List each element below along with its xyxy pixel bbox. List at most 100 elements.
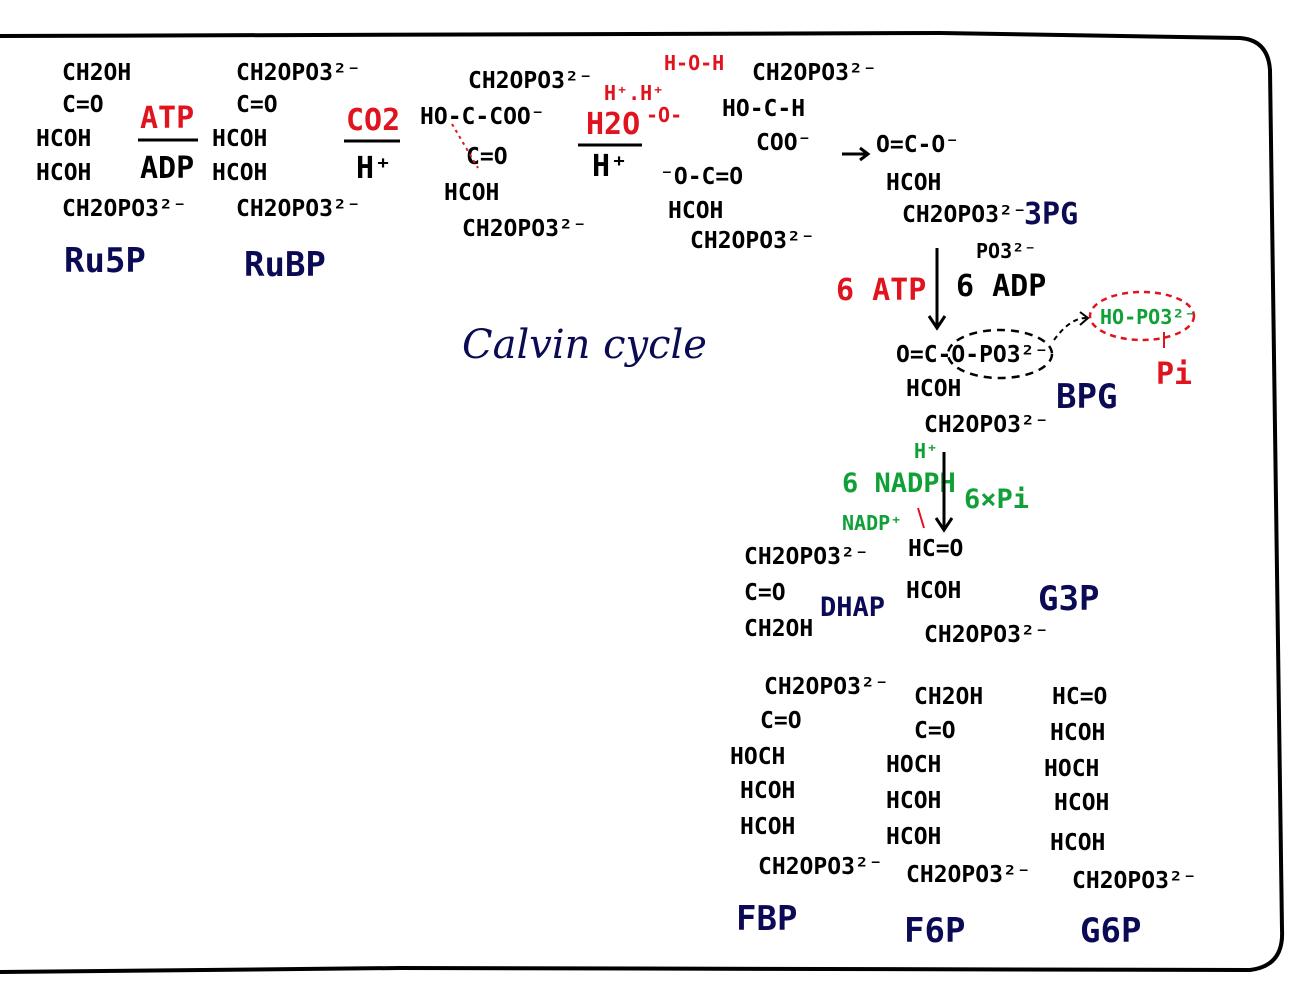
g3p-line-3: CH2OPO3²⁻ <box>924 622 1049 648</box>
dhap-structure: CH2OPO3²⁻ C=O CH2OH DHAP <box>744 544 885 642</box>
3pg-structure: O=C-O⁻ HCOH CH2OPO3²⁻ 3PG <box>876 132 1078 232</box>
six-atp-label: 6 ATP <box>836 273 926 308</box>
bpg-name: BPG <box>1056 377 1117 417</box>
intermediate-line-5: CH2OPO3²⁻ <box>462 216 587 242</box>
pga-bottom-line-2: HCOH <box>668 198 723 224</box>
pi-label: Pi <box>1156 357 1192 392</box>
six-adp-label: 6 ADP <box>956 269 1046 304</box>
g6p-line-2: HCOH <box>1050 720 1105 746</box>
ru5p-line-3: HCOH <box>36 126 91 152</box>
rubp-line-5: CH2OPO3²⁻ <box>236 196 361 222</box>
water-attack-top: H-O-H <box>664 51 724 75</box>
po3-small-label: PO3²⁻ <box>976 239 1036 263</box>
rubp-line-1: CH2OPO3²⁻ <box>236 60 361 86</box>
pga-bottom-line-3: CH2OPO3²⁻ <box>690 228 815 254</box>
fbp-name: FBP <box>736 899 797 939</box>
water-attack-o: -O- <box>646 103 682 127</box>
g3p-structure: HC=O HCOH CH2OPO3²⁻ G3P <box>906 536 1099 648</box>
pga-bottom-line-1: ⁻O-C=O <box>660 164 743 190</box>
intermediate-structure: CH2OPO3²⁻ HO-C-COO⁻ C=O HCOH CH2OPO3²⁻ <box>420 68 593 242</box>
pga-top-structure: CH2OPO3²⁻ HO-C-H COO⁻ <box>722 60 877 156</box>
six-nadph-label: 6 NADPH <box>842 468 956 499</box>
intermediate-line-3: C=O <box>466 144 508 170</box>
ho-po3-label: HO-PO3²⁻ <box>1100 305 1196 329</box>
ru5p-line-5: CH2OPO3²⁻ <box>62 196 187 222</box>
h-plus-1-label: H⁺ <box>356 151 392 186</box>
atp-label: ATP <box>140 101 194 136</box>
fbp-line-2: C=O <box>760 708 802 734</box>
arrow-bpg-to-g3p-head <box>934 517 954 533</box>
phosphate-highlight-circle <box>946 328 1054 380</box>
hydride-arrow <box>917 507 925 529</box>
fbp-structure: CH2OPO3²⁻ C=O HOCH HCOH HCOH CH2OPO3²⁻ F… <box>730 674 889 939</box>
g6p-structure: HC=O HCOH HOCH HCOH HCOH CH2OPO3²⁻ G6P <box>1044 684 1197 951</box>
g3p-line-1: HC=O <box>908 536 963 562</box>
fbp-line-4: HCOH <box>740 778 795 804</box>
f6p-line-5: HCOH <box>886 824 941 850</box>
pga-top-line-2: HO-C-H <box>722 96 805 122</box>
f6p-line-2: C=O <box>914 718 956 744</box>
fbp-line-6: CH2OPO3²⁻ <box>758 854 883 880</box>
rubp-line-4: HCOH <box>212 160 267 186</box>
g6p-line-3: HOCH <box>1044 756 1099 782</box>
ru5p-line-2: C=O <box>62 92 104 118</box>
cleavage-dotted-line <box>451 123 479 169</box>
h-plus-2-label: H⁺ <box>592 149 628 184</box>
g6p-line-1: HC=O <box>1052 684 1107 710</box>
ru5p-line-4: HCOH <box>36 160 91 186</box>
g6p-line-5: HCOH <box>1050 830 1105 856</box>
g6p-name: G6P <box>1080 911 1141 951</box>
six-pi-label: 6×Pi <box>964 484 1029 515</box>
f6p-structure: CH2OH C=O HOCH HCOH HCOH CH2OPO3²⁻ F6P <box>886 684 1031 951</box>
pga-bottom-structure: ⁻O-C=O HCOH CH2OPO3²⁻ <box>660 164 815 254</box>
bpg-structure: O=C-O-PO3²⁻ HCOH CH2OPO3²⁻ BPG <box>896 328 1117 438</box>
dhap-line-3: CH2OH <box>744 616 813 642</box>
ho-po3-circle <box>1088 290 1196 342</box>
water-attack-mid: H⁺.H⁺ <box>604 81 664 105</box>
rubp-line-2: C=O <box>236 92 278 118</box>
fbp-line-3: HOCH <box>730 744 785 770</box>
fbp-line-5: HCOH <box>740 814 795 840</box>
3pg-line-2: HCOH <box>886 170 941 196</box>
pga-top-line-1: CH2OPO3²⁻ <box>752 60 877 86</box>
bpg-line-2: HCOH <box>906 376 961 402</box>
arrow-3pg-to-bpg-head <box>927 315 947 331</box>
rubp-line-3: HCOH <box>212 126 267 152</box>
g6p-line-6: CH2OPO3²⁻ <box>1072 868 1197 894</box>
phosphate-leaving-arrow-head <box>1079 311 1090 326</box>
g3p-name: G3P <box>1038 579 1099 619</box>
diagram-title: Calvin cycle <box>462 322 707 368</box>
f6p-line-6: CH2OPO3²⁻ <box>906 862 1031 888</box>
ru5p-line-1: CH2OH <box>62 60 131 86</box>
ru5p-structure: CH2OH C=O HCOH HCOH CH2OPO3²⁻ Ru5P <box>36 60 187 281</box>
h-plus-3-label: H⁺ <box>914 439 938 463</box>
arrow-to-3pg-head <box>859 146 871 162</box>
rubp-name: RuBP <box>244 245 326 285</box>
pga-top-line-3: COO⁻ <box>756 130 811 156</box>
bpg-line-1: O=C-O-PO3²⁻ <box>896 342 1048 368</box>
co2-label: CO2 <box>346 103 400 138</box>
3pg-line-1: O=C-O⁻ <box>876 132 959 158</box>
h2o-label: H2O <box>586 107 640 142</box>
fbp-line-1: CH2OPO3²⁻ <box>764 674 889 700</box>
dhap-line-1: CH2OPO3²⁻ <box>744 544 869 570</box>
g6p-line-4: HCOH <box>1054 790 1109 816</box>
f6p-line-4: HCOH <box>886 788 941 814</box>
bpg-line-3: CH2OPO3²⁻ <box>924 412 1049 438</box>
dhap-line-2: C=O <box>744 580 786 606</box>
f6p-name: F6P <box>904 911 965 951</box>
ru5p-name: Ru5P <box>64 241 146 281</box>
f6p-line-3: HOCH <box>886 752 941 778</box>
nadp-plus-label: NADP⁺ <box>842 511 902 535</box>
intermediate-line-1: CH2OPO3²⁻ <box>468 68 593 94</box>
intermediate-line-4: HCOH <box>444 180 499 206</box>
3pg-name: 3PG <box>1024 197 1078 232</box>
3pg-line-3: CH2OPO3²⁻ <box>902 202 1027 228</box>
phosphate-leaving-arrow <box>1053 317 1087 341</box>
whiteboard-frame <box>0 30 1285 974</box>
adp-label: ADP <box>140 151 194 186</box>
intermediate-line-2: HO-C-COO⁻ <box>420 104 545 130</box>
f6p-line-1: CH2OH <box>914 684 983 710</box>
g3p-line-2: HCOH <box>906 578 961 604</box>
